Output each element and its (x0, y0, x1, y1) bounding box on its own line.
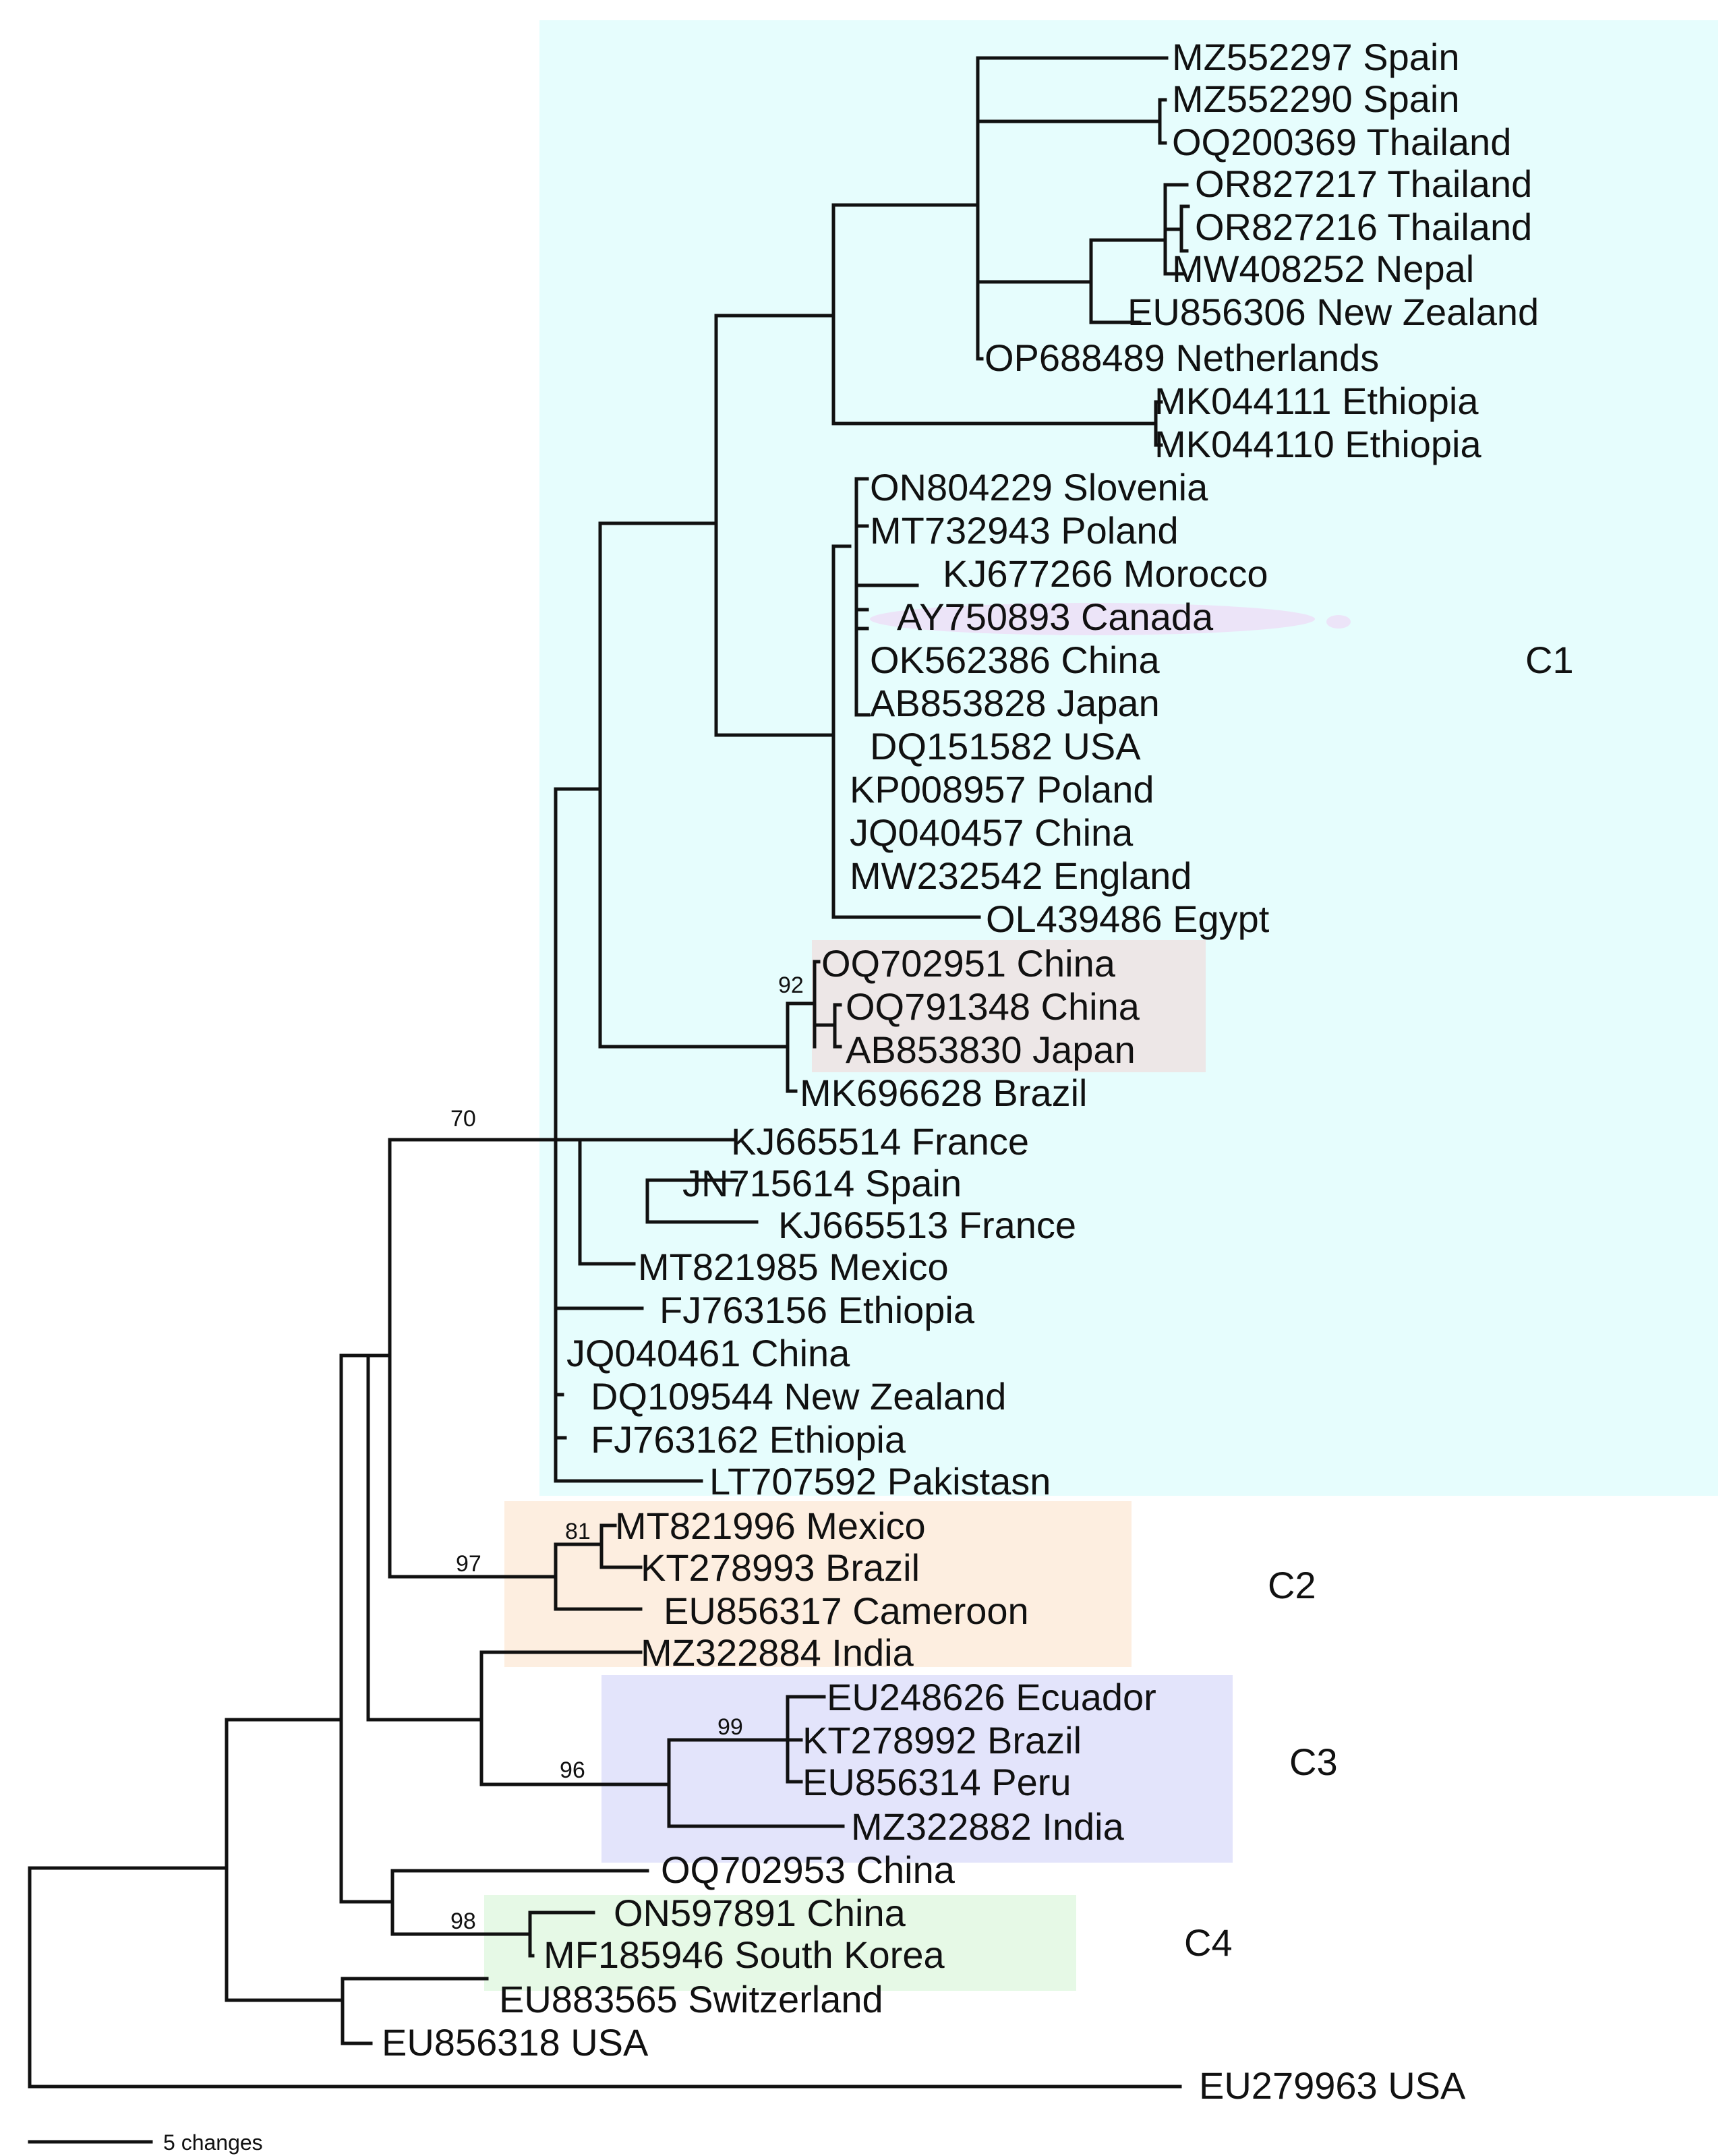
taxon-label: ON804229 Slovenia (870, 466, 1208, 508)
bootstrap-values: 70 92 97 81 96 99 98 (450, 972, 804, 1934)
taxon-label: MK044110 Ethiopia (1154, 423, 1481, 465)
taxon-labels: MZ552297 Spain MZ552290 Spain OQ200369 T… (382, 36, 1539, 2107)
taxon-label: OQ702953 China (661, 1848, 956, 1891)
taxon-label: KJ665514 France (731, 1120, 1029, 1163)
bootstrap-value: 99 (717, 1714, 743, 1740)
taxon-label: MZ322882 India (851, 1805, 1125, 1848)
taxon-label: MZ552290 Spain (1172, 78, 1460, 120)
taxon-label: KP008957 Poland (850, 768, 1154, 811)
taxon-label: AY750893 Canada (897, 595, 1214, 638)
taxon-label: MW232542 England (850, 854, 1192, 897)
taxon-label: OQ702951 China (821, 942, 1116, 985)
taxon-label: EU856314 Peru (802, 1761, 1071, 1803)
bootstrap-value: 97 (456, 1551, 481, 1577)
bootstrap-value: 70 (450, 1106, 476, 1132)
taxon-label: OR827217 Thailand (1195, 163, 1532, 205)
scale-bar-label: 5 changes (163, 2130, 263, 2155)
taxon-label: KJ665513 France (778, 1204, 1076, 1246)
taxon-label: OK562386 China (870, 639, 1161, 681)
bootstrap-value: 92 (778, 972, 804, 998)
taxon-label: EU856318 USA (382, 2021, 649, 2064)
taxon-label: AB853830 Japan (846, 1028, 1136, 1071)
taxon-label: KJ677266 Morocco (943, 552, 1268, 595)
tree-branches (28, 56, 1190, 2144)
clade-c2-box (504, 1501, 1132, 1667)
canada-highlight-ellipse (870, 603, 1315, 635)
taxon-label: EU856317 Cameroon (664, 1590, 1029, 1632)
clade-label-c1: C1 (1525, 639, 1574, 681)
grey-subgroup-box (812, 940, 1206, 1072)
clade-c3-box (601, 1675, 1233, 1863)
clade-c1-box (539, 20, 1718, 1496)
taxon-label: EU279963 USA (1199, 2064, 1466, 2107)
taxon-label: OL439486 Egypt (986, 898, 1270, 940)
taxon-label: MF185946 South Korea (544, 1933, 945, 1976)
taxon-label: DQ151582 USA (870, 725, 1141, 767)
taxon-label: EU856306 New Zealand (1127, 291, 1539, 333)
taxon-label: EU883565 Switzerland (499, 1978, 883, 2020)
taxon-label: MZ322884 India (641, 1631, 914, 1674)
taxon-label: MK044111 Ethiopia (1154, 380, 1479, 422)
bootstrap-value: 96 (560, 1757, 585, 1783)
taxon-label: DQ109544 New Zealand (591, 1375, 1006, 1418)
taxon-label: OP688489 Netherlands (985, 337, 1379, 379)
taxon-label: LT707592 Pakistasn (709, 1460, 1051, 1503)
taxon-label: MW408252 Nepal (1172, 247, 1474, 290)
clade-label-c3: C3 (1289, 1741, 1338, 1783)
taxon-label: JQ040457 China (850, 811, 1134, 854)
taxon-label: KT278992 Brazil (802, 1719, 1082, 1761)
clade-label-c4: C4 (1184, 1921, 1233, 1964)
bootstrap-value: 98 (450, 1909, 476, 1934)
taxon-label: MZ552297 Spain (1172, 36, 1460, 78)
taxon-label: EU248626 Ecuador (827, 1676, 1156, 1718)
taxon-label: MT821996 Mexico (615, 1505, 926, 1547)
taxon-label: MT821985 Mexico (638, 1246, 949, 1288)
clade-label-c2: C2 (1268, 1564, 1316, 1606)
taxon-label: KT278993 Brazil (641, 1546, 920, 1589)
taxon-label: FJ763162 Ethiopia (591, 1418, 906, 1461)
taxon-label: FJ763156 Ethiopia (659, 1289, 975, 1331)
taxon-label: OR827216 Thailand (1195, 206, 1532, 248)
taxon-label: JQ040461 China (566, 1332, 850, 1374)
clade-labels: C1 C2 C3 C4 (1184, 639, 1574, 1964)
taxon-label: OQ791348 China (846, 985, 1140, 1028)
taxon-label: ON597891 China (614, 1892, 906, 1934)
bootstrap-value: 81 (565, 1519, 591, 1544)
taxon-label: OQ200369 Thailand (1172, 121, 1511, 163)
taxon-label: MT732943 Poland (870, 509, 1179, 552)
taxon-label: JN715614 Spain (682, 1162, 962, 1204)
taxon-label: AB853828 Japan (870, 682, 1160, 724)
taxon-label: MK696628 Brazil (800, 1072, 1087, 1114)
canada-highlight-dot (1326, 615, 1351, 629)
